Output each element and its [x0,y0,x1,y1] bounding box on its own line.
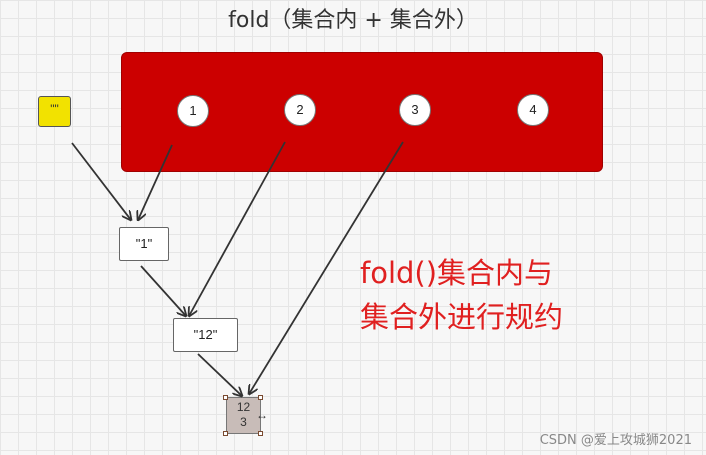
result-box[interactable]: 12 3 [226,397,261,434]
collection-item-4[interactable]: 4 [517,94,549,126]
collection-box[interactable]: 1 2 3 4 [121,52,603,172]
result-line-1: 12 [236,400,251,414]
arrow-item3-to-result [249,141,404,394]
arrow-acc1-to-acc2 [140,265,186,316]
selection-handle-tl[interactable] [223,395,228,400]
caption-line-1: fold()集合内与 [360,256,554,290]
arrow-initial-to-acc1 [71,142,131,220]
selection-handle-br[interactable] [258,431,263,436]
accumulator-box-1[interactable]: "1" [119,227,169,261]
collection-item-1[interactable]: 1 [177,95,209,127]
caption-line-2: 集合外进行规约 [360,300,564,334]
selection-handle-bl[interactable] [223,431,228,436]
collection-item-3[interactable]: 3 [399,94,431,126]
accumulator-box-2[interactable]: "12" [173,318,238,352]
diagram-title: fold（集合内 + 集合外） [228,8,478,33]
arrow-item1-to-acc1 [138,144,173,220]
resize-arrows-icon[interactable]: ↔ [256,408,268,422]
result-line-2: 3 [240,415,247,429]
initial-value-box[interactable]: "" [38,96,71,127]
arrow-acc2-to-result [197,353,242,396]
collection-item-2[interactable]: 2 [284,94,316,126]
selection-handle-tr[interactable] [258,395,263,400]
watermark: CSDN @爱上攻城狮2021 [539,433,692,448]
arrow-item2-to-acc2 [189,141,286,316]
